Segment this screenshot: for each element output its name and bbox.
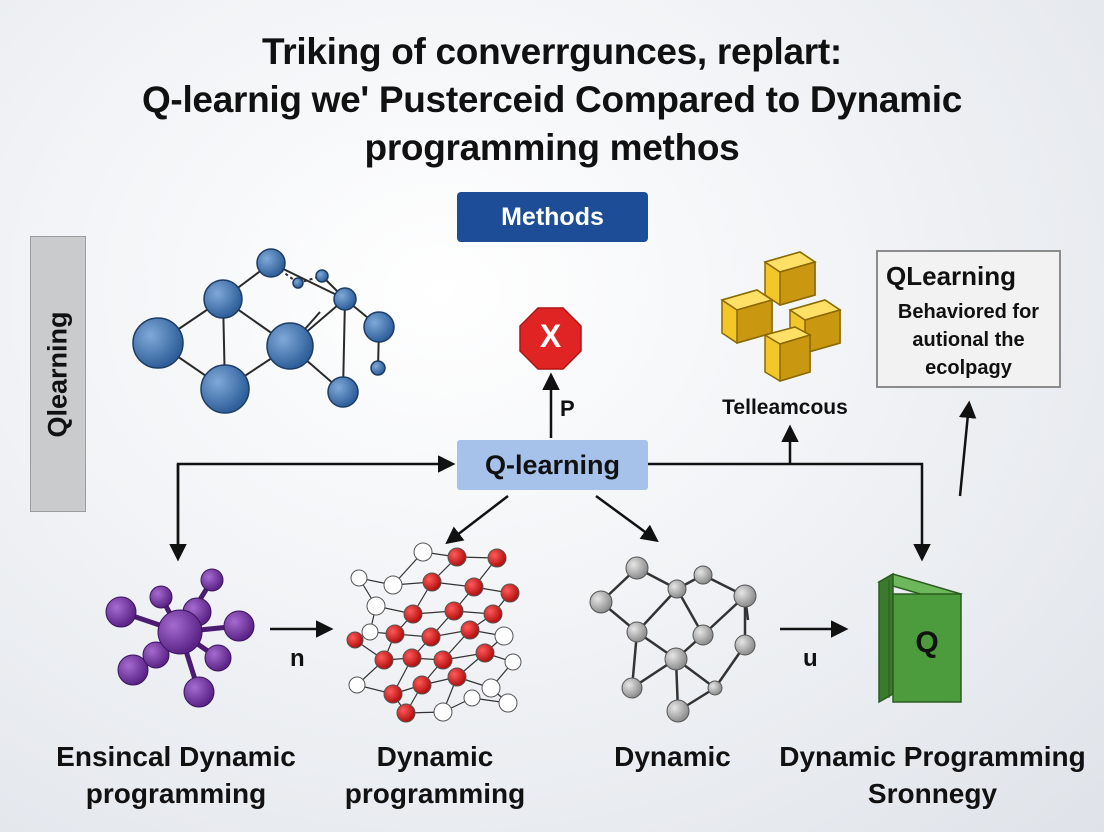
qlearning-box-heading: QLearning	[886, 261, 1017, 291]
bottom-label-3-line-1: Dynamic	[614, 741, 731, 772]
connector-arrows	[169, 372, 977, 638]
network-graph-icon	[132, 248, 395, 414]
qlearning-box-line-1: Behaviored for	[897, 301, 1040, 323]
node-lattice-icon	[346, 542, 522, 723]
bottom-label-dp-strategy: Dynamic Programming Sronnegy	[770, 738, 1095, 812]
molecule-icon	[105, 568, 255, 708]
methods-badge: Methods	[457, 192, 648, 242]
bottom-label-dynamic-programming: Dynamic programming	[330, 738, 540, 812]
bottom-label-2-line-1: Dynamic	[376, 741, 494, 772]
bottom-label-4-line-2: Sronnegy	[867, 778, 998, 809]
bottom-label-ensincal: Ensincal Dynamic programming	[40, 738, 312, 812]
book-glyph: Q	[915, 626, 939, 659]
error-icon	[519, 307, 582, 370]
arrow-label-up: P	[560, 396, 575, 421]
qlearning-box-line-2: autional the	[912, 329, 1025, 351]
qlearning-info-box: QLearning Behaviored for autional the ec…	[876, 250, 1061, 388]
diagram-title: Triking of converrgunces, replart: Q-lea…	[0, 28, 1104, 172]
bottom-label-1-line-1: Ensincal Dynamic	[56, 741, 296, 772]
bottom-label-dynamic: Dynamic	[595, 738, 750, 775]
book-icon	[877, 572, 963, 704]
bottom-label-4-line-1: Dynamic Programming	[779, 741, 1086, 772]
side-label-box: Qlearning	[30, 236, 86, 512]
title-line-2: Q-learnig we' Pusterceid Compared to Dyn…	[141, 79, 963, 120]
cubes-icon	[720, 251, 842, 383]
qlearning-box-body: Behaviored for autional the ecolpagy	[878, 298, 1059, 382]
title-line-3: programming methos	[364, 127, 740, 168]
arrow-label-left-bottom: n	[290, 645, 305, 672]
error-icon-glyph: X	[539, 318, 562, 354]
gray-graph-icon	[589, 556, 757, 723]
title-line-1: Triking of converrgunces, replart:	[262, 31, 842, 72]
arrow-label-right-bottom: u	[803, 645, 818, 672]
qlearning-box-line-3: ecolpagy	[925, 357, 1012, 379]
q-learning-node: Q-learning	[457, 440, 648, 490]
cube-label: Telleamcous	[722, 396, 848, 419]
bottom-label-1-line-2: programming	[85, 778, 267, 809]
bottom-label-2-line-2: programming	[344, 778, 526, 809]
